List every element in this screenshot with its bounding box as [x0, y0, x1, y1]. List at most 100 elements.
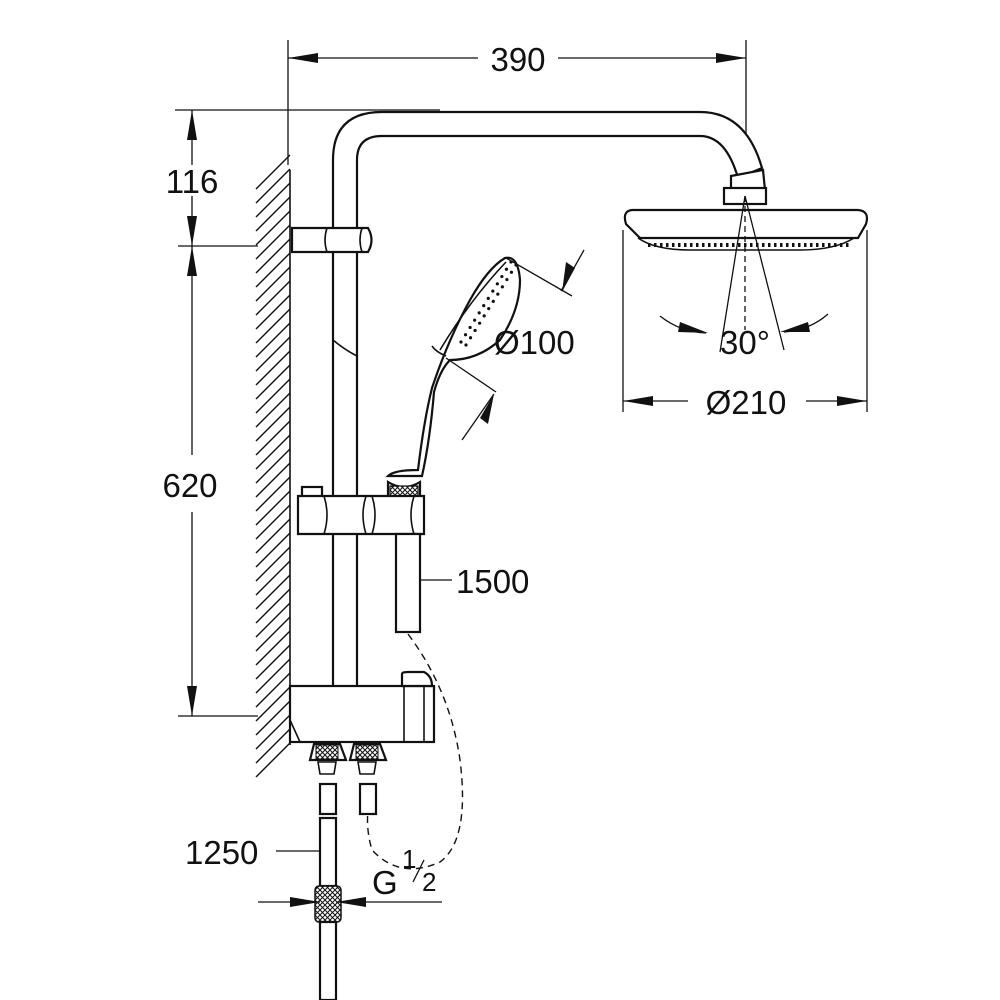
hand-nozzle [491, 299, 495, 303]
supply-hose-length-label: 1250 [185, 834, 258, 871]
nozzle [840, 243, 843, 247]
hatch-line [255, 364, 291, 400]
hatch-line [255, 266, 291, 302]
nozzle [780, 243, 783, 247]
hatch-line [255, 392, 291, 428]
nozzle [648, 243, 651, 247]
nozzle [732, 243, 735, 247]
hand-nozzle [496, 292, 500, 296]
arrow-left-icon [336, 897, 366, 907]
nozzle [822, 243, 825, 247]
height-top-label: 116 [166, 163, 219, 200]
hatch-line [255, 700, 291, 736]
hatch-line [255, 238, 291, 274]
thread-denominator: 2 [422, 867, 436, 897]
arrow-down-icon [562, 262, 575, 292]
nozzle [726, 243, 729, 247]
hatch-line [255, 420, 291, 456]
nozzle [666, 243, 669, 247]
hatch-line [255, 252, 291, 288]
head-shower: 30° [623, 168, 869, 361]
hand-nozzle [477, 311, 481, 315]
arrow-right-icon [837, 396, 867, 406]
head-shower-body [623, 208, 869, 240]
arrow-down-icon [187, 216, 197, 246]
arrow-left-icon [288, 53, 318, 63]
hatch-line [255, 574, 291, 610]
dimension-width-390: 390 [287, 40, 747, 165]
nozzle [744, 243, 747, 247]
hand-nozzle [464, 343, 468, 347]
hatch-line [255, 280, 291, 316]
nozzle [798, 243, 801, 247]
hand-nozzle [468, 325, 472, 330]
hatch-line [255, 350, 291, 386]
diverter-body [288, 670, 436, 744]
hand-diameter-label: Ø100 [494, 324, 575, 361]
hatch-line [255, 728, 291, 764]
hatch-line [255, 560, 291, 596]
thread-numerator: 1 [402, 844, 416, 874]
hand-nozzle [491, 289, 495, 293]
hatch-line [255, 686, 291, 722]
hatch-line [255, 742, 291, 778]
wall-hatching [255, 154, 291, 778]
hand-nozzle [463, 333, 468, 337]
tilt-angle-label: 30° [720, 324, 770, 361]
nozzle [828, 243, 831, 247]
hatch-line [255, 602, 291, 638]
nozzle [750, 243, 753, 247]
thread-label: G [372, 864, 398, 901]
nozzle [714, 243, 717, 247]
hatch-line [255, 672, 291, 708]
hand-nozzle [473, 328, 477, 333]
hatch-line [255, 714, 291, 750]
arrow-right-icon [290, 897, 320, 907]
hand-shower-body [385, 256, 522, 478]
arrow-down-icon [187, 686, 197, 716]
hatch-line [255, 490, 291, 526]
hatch-line [255, 210, 291, 246]
hatch-line [255, 532, 291, 568]
hand-nozzle [468, 336, 473, 340]
nozzle [762, 243, 765, 247]
nozzle [720, 243, 723, 247]
nozzle [654, 243, 657, 247]
head-diameter-label: Ø210 [706, 384, 787, 421]
nozzle [696, 243, 699, 247]
nozzle [678, 243, 681, 247]
nozzle [660, 243, 663, 247]
thread-dimension: G 1 2 [258, 844, 442, 907]
hatch-line [255, 546, 291, 582]
hatch-line [255, 630, 291, 666]
nozzle [690, 243, 693, 247]
hand-nozzle [482, 304, 486, 308]
nozzle [834, 243, 837, 247]
nozzle [786, 243, 789, 247]
hose-length-label: 1500 [456, 563, 529, 600]
shower-riser-pipe [331, 110, 764, 692]
hatch-line [255, 658, 291, 694]
head-nozzles [648, 243, 849, 247]
hand-nozzle [473, 318, 477, 322]
hatch-line [255, 504, 291, 540]
hand-nozzle [495, 282, 499, 286]
dimension-head-diameter: Ø210 [622, 230, 868, 421]
arrow-right-icon [678, 322, 708, 333]
hatch-line [255, 448, 291, 484]
wall [255, 154, 291, 778]
nozzle [774, 243, 777, 247]
nozzle [768, 243, 771, 247]
hand-nozzle [500, 274, 504, 279]
hand-nozzle [482, 314, 486, 318]
hatch-line [255, 182, 291, 218]
hand-nozzle [459, 340, 463, 344]
hand-nozzle [478, 321, 482, 325]
nozzle [804, 243, 807, 247]
rail-slider [296, 485, 426, 536]
hatch-line [255, 644, 291, 680]
hand-nozzle [504, 267, 509, 271]
hatch-line [255, 308, 291, 344]
arrow-up-icon [187, 246, 197, 276]
hatch-line [255, 476, 291, 512]
